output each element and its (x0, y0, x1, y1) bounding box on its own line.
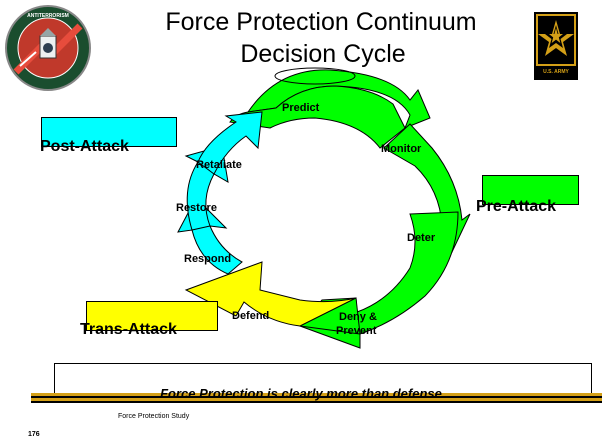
title-line-2: Decision Cycle (240, 40, 406, 68)
green-arc (229, 69, 471, 349)
study-label: Force Protection Study (118, 413, 190, 420)
step-deny-prevent-line1: Deny & (339, 311, 377, 323)
step-defend: Defend (232, 310, 270, 322)
post-attack-box (41, 117, 177, 147)
footer-statement: Force Protection is clearly more than de… (160, 386, 442, 401)
step-retaliate: Retaliate (196, 159, 242, 171)
seal-text: ANTITERRORISM (27, 13, 69, 19)
black-band (31, 396, 602, 398)
pre-attack-label: Pre-Attack (476, 198, 557, 215)
step-deny-prevent-line2: Prevent (336, 325, 377, 337)
gold-band-lower (31, 398, 602, 401)
trans-attack-label: Trans-Attack (80, 321, 177, 338)
antiterrorism-seal-logo (5, 5, 91, 91)
title-line-1: Force Protection Continuum (165, 8, 477, 36)
us-army-label: U.S. ARMY (543, 69, 569, 75)
trans-attack-box (86, 301, 218, 331)
us-army-logo (534, 12, 578, 80)
step-predict: Predict (282, 102, 320, 114)
gold-band (31, 393, 602, 396)
page-number: 176 (28, 431, 40, 438)
black-band-lower (31, 401, 602, 403)
cyan-arc (177, 111, 263, 275)
step-deter: Deter (407, 232, 436, 244)
step-monitor: Monitor (381, 143, 422, 155)
pre-attack-box (482, 175, 579, 205)
step-respond: Respond (184, 253, 232, 265)
post-attack-label: Post-Attack (40, 138, 129, 155)
statement-box (54, 363, 592, 395)
step-restore: Restore (176, 202, 217, 214)
yellow-arc-defend (184, 261, 357, 327)
